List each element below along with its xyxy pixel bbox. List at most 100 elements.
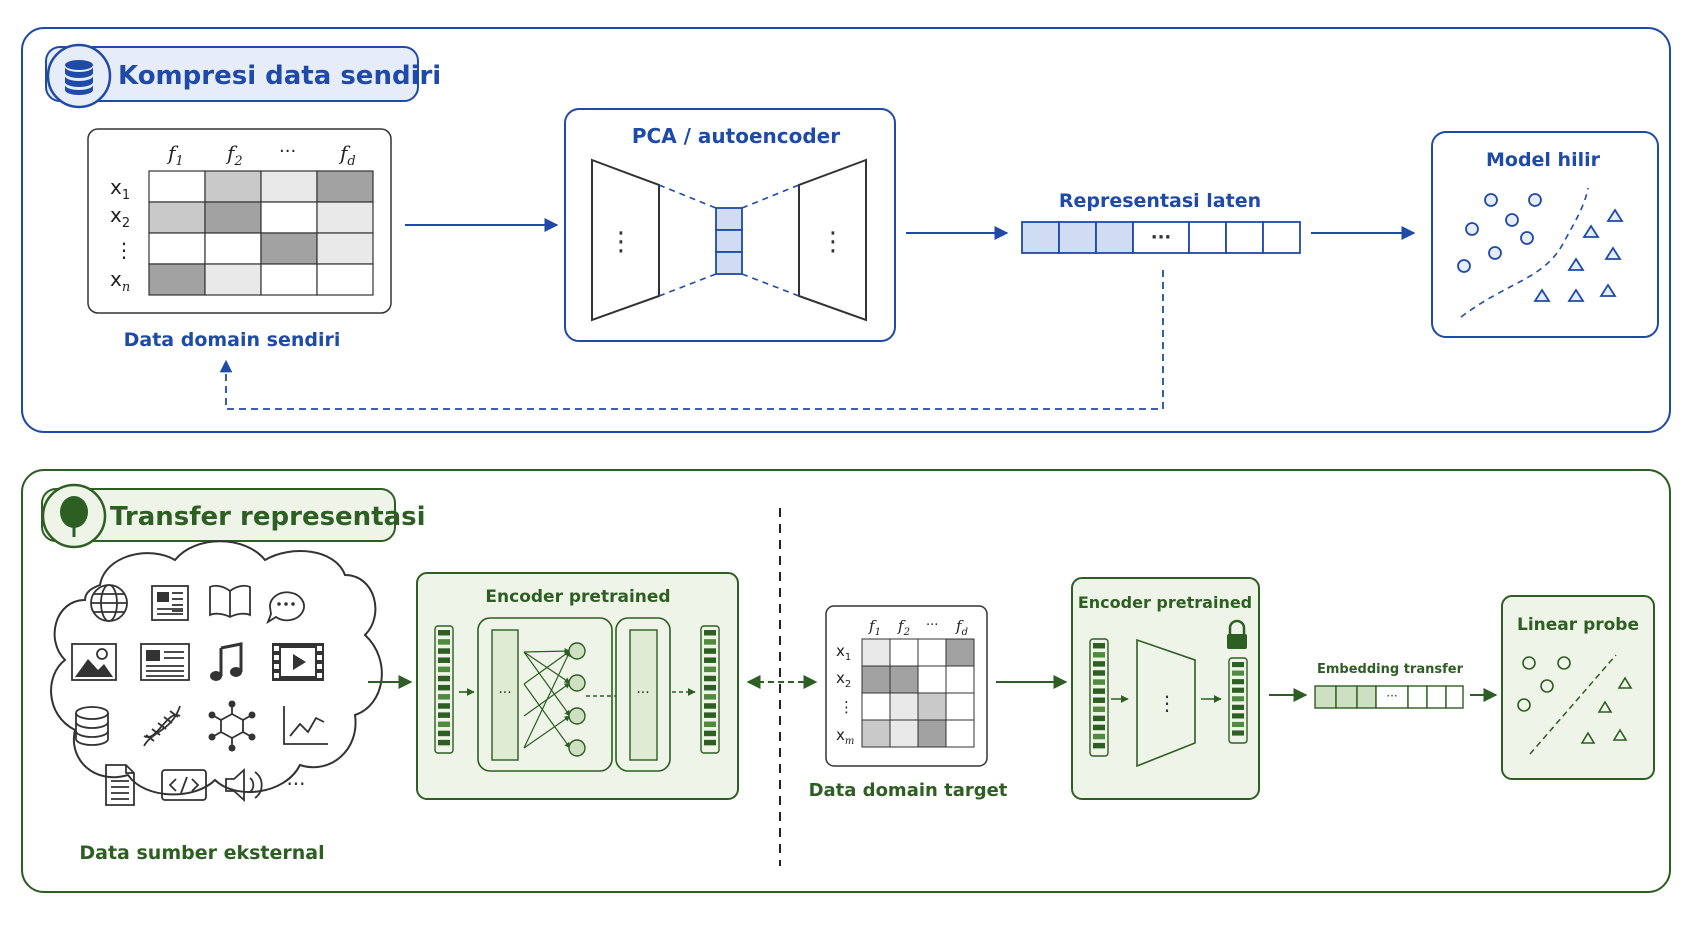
feature-segment bbox=[438, 639, 450, 645]
feature-segment bbox=[438, 730, 450, 737]
svg-text:xm: xm bbox=[836, 726, 854, 747]
matrix-cell bbox=[260, 201, 318, 234]
feature-segment bbox=[1093, 715, 1105, 722]
frozen-encoder-box: Encoder pretrained ⋮ bbox=[1071, 577, 1260, 800]
svg-text:x2: x2 bbox=[836, 669, 851, 690]
feature-segment bbox=[704, 648, 716, 654]
feature-segment bbox=[1093, 643, 1105, 649]
matrix-cell bbox=[148, 263, 206, 296]
latent-title: Representasi laten bbox=[1059, 190, 1261, 212]
feature-segment bbox=[704, 730, 716, 737]
matrix-cell bbox=[945, 692, 975, 721]
matrix-cell bbox=[861, 719, 891, 748]
frozen-input-bar bbox=[1089, 638, 1109, 757]
speaker-icon bbox=[225, 767, 263, 803]
feature-segment bbox=[1232, 704, 1244, 710]
feature-segment bbox=[438, 739, 450, 746]
feature-segment bbox=[438, 630, 450, 636]
feature-segment bbox=[704, 666, 716, 673]
panel-compression: Kompresi data sendiri f1 f2 ··· fd x1 x2… bbox=[21, 27, 1671, 433]
cloud-icon-grid: ··· bbox=[71, 584, 328, 806]
matrix-cell bbox=[316, 170, 374, 203]
article-icon bbox=[140, 643, 190, 681]
matrix-cell bbox=[148, 232, 206, 265]
feature-segment bbox=[1093, 733, 1105, 740]
matrix-cell bbox=[260, 232, 318, 265]
feature-segment bbox=[438, 703, 450, 709]
svg-text:⋮: ⋮ bbox=[839, 698, 854, 716]
book-icon bbox=[209, 584, 251, 619]
input-feature-bar bbox=[434, 625, 454, 754]
latent-ellipsis: ··· bbox=[1151, 227, 1172, 248]
matrix-cell bbox=[945, 665, 975, 694]
feature-segment bbox=[438, 684, 450, 691]
video-icon bbox=[272, 643, 324, 681]
svg-text:···: ··· bbox=[636, 685, 649, 701]
svg-text:···: ··· bbox=[286, 772, 305, 796]
pretraining-encoder-title: Encoder pretrained bbox=[485, 587, 670, 607]
feature-segment bbox=[1093, 661, 1105, 667]
feature-segment bbox=[1232, 696, 1244, 702]
class-a-points bbox=[1457, 193, 1542, 273]
panel-compression-header: Kompresi data sendiri bbox=[45, 43, 441, 109]
feature-segment bbox=[438, 694, 450, 700]
downstream-model-box: Model hilir bbox=[1431, 131, 1659, 338]
code-icon bbox=[161, 769, 207, 801]
linear-probe-box: Linear probe bbox=[1501, 595, 1655, 780]
panel-transfer-header: Transfer representasi bbox=[41, 483, 426, 549]
feature-segment bbox=[704, 721, 716, 728]
autoencoder-title: PCA / autoencoder bbox=[632, 124, 840, 148]
feature-segment bbox=[1093, 688, 1105, 694]
matrix-cell bbox=[204, 263, 262, 296]
matrix-cell bbox=[889, 692, 919, 721]
target-matrix-cells bbox=[861, 638, 975, 748]
matrix-cell bbox=[316, 232, 374, 265]
feature-segment bbox=[438, 666, 450, 673]
feature-segment bbox=[438, 675, 450, 682]
external-data-cloud: ··· Data sumber eksternal bbox=[50, 540, 383, 864]
matrix-cell bbox=[260, 170, 318, 203]
decision-boundary bbox=[1460, 187, 1589, 318]
svg-text:···: ··· bbox=[498, 685, 511, 701]
feature-segment bbox=[438, 712, 450, 718]
database-icon bbox=[65, 60, 93, 95]
matrix-cell bbox=[889, 638, 919, 667]
leaf-icon bbox=[60, 496, 88, 537]
feature-segment bbox=[1232, 713, 1244, 719]
panel-transfer: Transfer representasi ··· Data sumber ek… bbox=[21, 469, 1671, 893]
class-b-points bbox=[1533, 208, 1624, 302]
matrix-cells bbox=[148, 170, 374, 296]
matrix-cell bbox=[316, 263, 374, 296]
feature-segment bbox=[1093, 697, 1105, 703]
frozen-encoder-title: Encoder pretrained bbox=[1078, 593, 1252, 612]
feature-segment bbox=[438, 721, 450, 728]
matrix-cell bbox=[889, 719, 919, 748]
svg-text:fd: fd bbox=[955, 617, 968, 638]
matrix-cell bbox=[204, 201, 262, 234]
feature-segment bbox=[1093, 706, 1105, 713]
matrix-cell bbox=[945, 719, 975, 748]
linear-probe-title: Linear probe bbox=[1517, 615, 1639, 635]
music-note-icon bbox=[210, 642, 243, 681]
feature-segment bbox=[704, 675, 716, 682]
matrix-cell bbox=[945, 638, 975, 667]
chat-icon bbox=[266, 591, 305, 625]
newspaper-icon bbox=[151, 585, 189, 621]
matrix-cell bbox=[889, 665, 919, 694]
attention-nodes bbox=[568, 642, 586, 757]
row-label-2: x2 bbox=[110, 203, 130, 231]
feature-segment bbox=[1093, 670, 1105, 676]
feature-segment bbox=[704, 739, 716, 746]
matrix-cell bbox=[148, 170, 206, 203]
matrix-cell bbox=[861, 692, 891, 721]
feature-segment bbox=[1232, 721, 1244, 728]
embedding-title: Embedding transfer bbox=[1317, 662, 1464, 677]
row-label-n: xn bbox=[110, 267, 130, 295]
row-label-ellipsis: ⋮ bbox=[114, 238, 134, 262]
encoder-dots: ⋮ bbox=[608, 227, 634, 257]
more-icon: ··· bbox=[286, 772, 305, 796]
matrix-cell bbox=[861, 638, 891, 667]
latent-vector: Representasi laten ··· bbox=[1021, 190, 1301, 254]
matrix-cell bbox=[917, 719, 947, 748]
feature-segment bbox=[438, 657, 450, 663]
